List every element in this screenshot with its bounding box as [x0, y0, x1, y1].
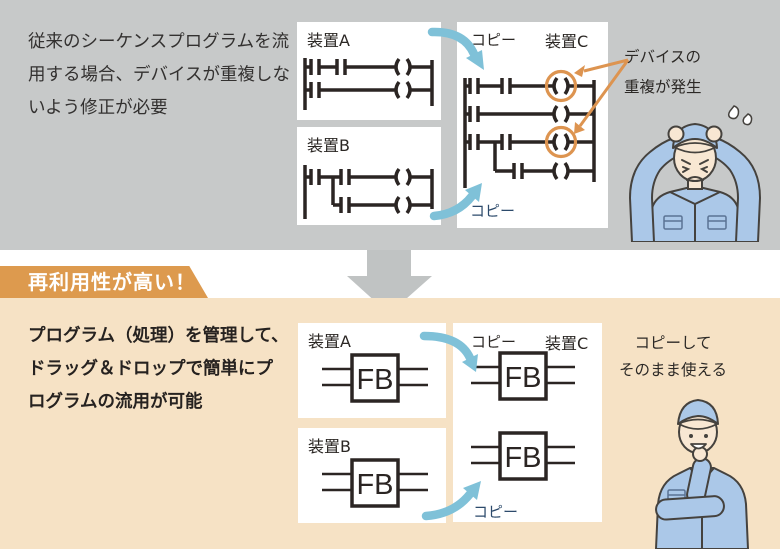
fb-device-b-label: 装置B — [308, 437, 351, 456]
duplication-note: デバイスの 重複が発生 — [624, 48, 702, 96]
copy-arrow-icon — [421, 481, 481, 521]
fb-diagram-b: FB — [322, 458, 428, 508]
duplication-pointer-arrows — [574, 58, 630, 134]
copy-label-top: コピー — [471, 333, 517, 351]
duplicate-device-circle-2 — [544, 125, 578, 159]
fb-device-a-label: 装置A — [308, 332, 351, 351]
copy-arrow-icon — [429, 183, 482, 221]
copy-arrow-icon — [419, 331, 478, 372]
fb-diagram-c: FB FB — [471, 351, 575, 481]
ladder-diagram-c — [463, 69, 596, 188]
fb-block-label: FB — [504, 442, 541, 474]
reusability-banner: 再利用性が高い！ — [0, 266, 208, 298]
device-a-label: 装置A — [307, 31, 350, 50]
benefit-note: コピーして そのまま使える — [618, 334, 728, 379]
fb-block-label: FB — [356, 364, 393, 396]
down-arrow-icon — [347, 250, 432, 314]
ladder-diagram-a — [303, 57, 434, 110]
device-b-box: 装置B — [297, 127, 441, 225]
sweat-drops-icon — [727, 105, 753, 126]
fb-block-label: FB — [356, 469, 393, 501]
copy-label-top: コピー — [471, 31, 517, 49]
happy-worker-illustration — [655, 399, 749, 549]
fb-device-c-label: 装置C — [545, 334, 589, 353]
copy-label-bottom: コピー — [470, 202, 516, 220]
top-panel-note: 従来のシーケンスプログラムを流 用する場合、デバイスが重複しな いよう修正が必要 — [28, 32, 290, 118]
fb-block-label: FB — [504, 362, 541, 394]
device-b-label: 装置B — [307, 136, 350, 155]
bottom-panel-note: プログラム（処理）を管理して、 ドラッグ＆ドロップで簡単にプ ログラムの流用が可… — [28, 326, 289, 412]
reusability-banner-label: 再利用性が高い！ — [28, 270, 196, 294]
copy-arrow-icon — [427, 27, 484, 70]
copy-label-bottom: コピー — [473, 503, 519, 521]
device-a-box: 装置A — [297, 22, 441, 120]
fb-diagram-a: FB — [322, 353, 428, 403]
duplicate-device-circle-1 — [544, 69, 578, 103]
ladder-diagram-b — [303, 165, 434, 219]
device-c-label: 装置C — [545, 32, 589, 51]
fb-device-b-box: 装置B FB — [298, 428, 446, 523]
worried-worker-illustration — [629, 105, 761, 242]
